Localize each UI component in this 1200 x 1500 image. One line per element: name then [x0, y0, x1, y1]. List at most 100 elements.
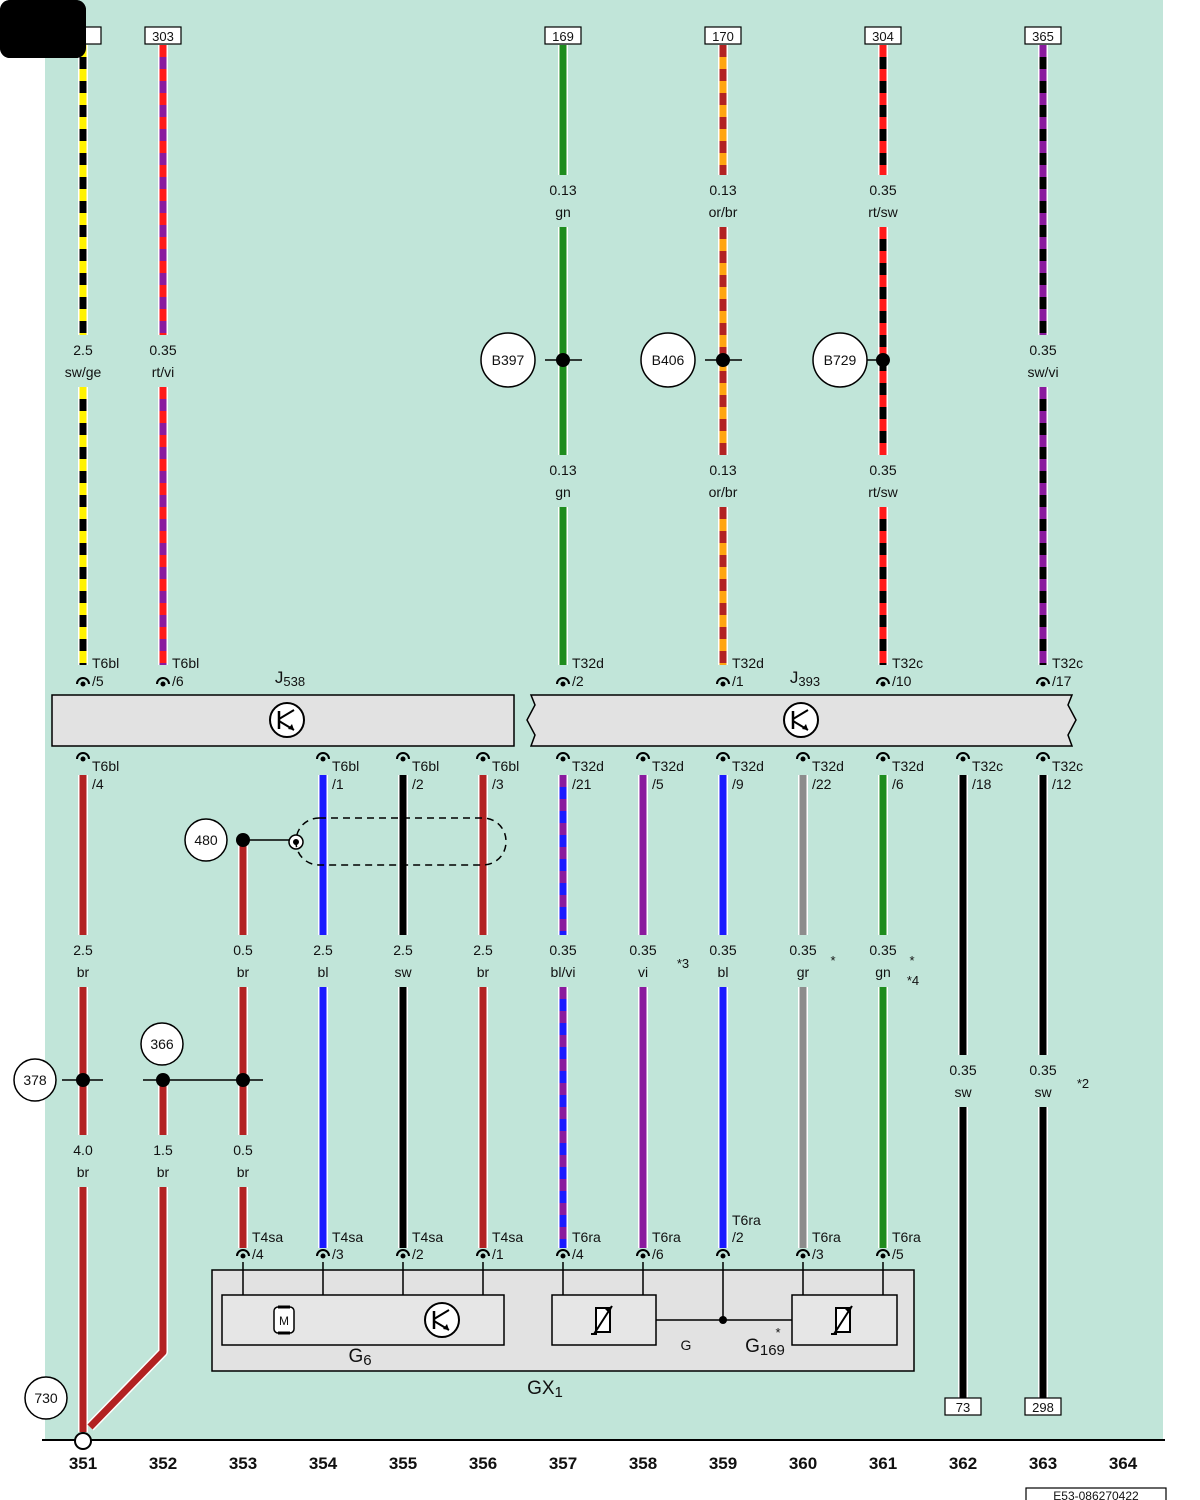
pin-connector-gx1 — [396, 1249, 410, 1257]
wire-note: * — [909, 953, 914, 968]
splice-378-dot — [76, 1073, 90, 1087]
pin-connector-label: T6bl — [492, 758, 519, 774]
pin-number-label: /10 — [892, 673, 912, 689]
pin-connector-label: T6ra — [652, 1229, 681, 1245]
module-g6 — [221, 1294, 505, 1346]
transistor-icon — [269, 702, 305, 738]
pin-number-label: /6 — [172, 673, 184, 689]
ref-box-top-label: 304 — [872, 29, 894, 44]
column-number: 360 — [789, 1454, 817, 1473]
column-number: 357 — [549, 1454, 577, 1473]
wire-size-label: 2.5 — [473, 942, 493, 958]
module-g169-label-letter: G — [745, 1336, 760, 1357]
wire-color-label: br — [77, 964, 90, 980]
wire-size-label: 0.13 — [709, 462, 736, 478]
pin-connector-label: T6bl — [412, 758, 439, 774]
ref-box-bottom — [1024, 1397, 1062, 1416]
pin-number-label: /5 — [892, 1246, 904, 1262]
wire-color-label: br — [237, 1164, 250, 1180]
wire-note: *4 — [907, 973, 919, 988]
pin-connector-label: T32c — [1052, 758, 1083, 774]
pin-connector-bottom — [476, 752, 490, 760]
pin-number-label: /6 — [652, 1246, 664, 1262]
pin-connector-label: T32c — [1052, 655, 1083, 671]
wire-color-label: or/br — [709, 484, 738, 500]
ref-box-top — [864, 26, 902, 45]
wire-color-label: or/br — [709, 204, 738, 220]
wire-color-label: vi — [638, 964, 648, 980]
module-g169-label: G169 — [745, 1336, 785, 1359]
column-number: 359 — [709, 1454, 737, 1473]
wire-352-low — [87, 1187, 167, 1430]
pin-connector-top — [76, 677, 90, 685]
pin-connector-gx1-pin — [320, 1253, 326, 1259]
wire-size-label: 0.13 — [549, 182, 576, 198]
module-g6-label-subscript: 6 — [363, 1352, 371, 1369]
connection-730-label: 730 — [34, 1390, 58, 1406]
splice-b397-dot — [556, 353, 570, 367]
wire-size-label: 0.35 — [1029, 1062, 1056, 1078]
pin-connector-top — [716, 677, 730, 685]
module-j393-label-letter: J — [790, 668, 799, 687]
wire-size-label: 0.35 — [869, 182, 896, 198]
pin-connector-bottom-pin — [80, 756, 86, 762]
wire-color-label: gn — [875, 964, 891, 980]
pin-number-label: /21 — [572, 776, 592, 792]
pin-number-label: /4 — [92, 776, 104, 792]
pin-connector-bottom-pin — [800, 756, 806, 762]
pin-number-label: /5 — [92, 673, 104, 689]
doc-code: E53-086270422 — [1053, 1489, 1139, 1500]
pin-connector-label: T32d — [732, 758, 764, 774]
pin-connector-gx1-pin — [240, 1253, 246, 1259]
pin-connector-label: T32d — [572, 758, 604, 774]
pin-number-label: /2 — [412, 1246, 424, 1262]
splice-366-dot — [236, 1073, 250, 1087]
pin-number-label: /3 — [332, 1246, 344, 1262]
pin-connector-bottom — [636, 752, 650, 760]
pin-connector-label: T32d — [732, 655, 764, 671]
pin-connector-top-pin — [880, 681, 886, 687]
wire-color-label: bl — [718, 964, 729, 980]
pin-connector-top-pin — [720, 681, 726, 687]
doc-code-box — [1025, 1487, 1167, 1500]
shield-dot — [236, 833, 250, 847]
pin-number-label: /1 — [732, 673, 744, 689]
column-number: 351 — [69, 1454, 97, 1473]
pin-connector-gx1 — [636, 1249, 650, 1257]
ref-box-top — [544, 26, 582, 45]
module-g6-label-letter: G — [348, 1346, 363, 1367]
pin-connector-label: T32d — [892, 758, 924, 774]
pin-number-label: /3 — [492, 776, 504, 792]
pin-connector-label: T6bl — [92, 655, 119, 671]
pin-number-label: /18 — [972, 776, 992, 792]
wire-size-label: 0.35 — [869, 942, 896, 958]
wire-color-label: rt/sw — [868, 204, 898, 220]
column-number: 355 — [389, 1454, 417, 1473]
pin-connector-bottom-pin — [640, 756, 646, 762]
wire-size-label: 2.5 — [73, 942, 93, 958]
connection-b729 — [812, 332, 868, 388]
ref-box-bottom-label: 298 — [1032, 1400, 1054, 1415]
pin-connector-bottom — [316, 752, 330, 760]
corner-badge-overlay — [0, 0, 86, 58]
ref-box-top-label: 365 — [1032, 29, 1054, 44]
wire-color-label: gn — [555, 204, 571, 220]
pin-connector-bottom — [716, 752, 730, 760]
pin-connector-label: T6bl — [332, 758, 359, 774]
module-gx1-label-subscript: 1 — [555, 1384, 563, 1401]
pin-connector-bottom — [876, 752, 890, 760]
wire-color-label: sw — [954, 1084, 972, 1100]
pin-number-label: /6 — [892, 776, 904, 792]
wire-color-label: bl — [318, 964, 329, 980]
pin-connector-bottom-pin — [560, 756, 566, 762]
wire-color-label: gr — [797, 964, 810, 980]
ref-box-top — [704, 26, 742, 45]
connection-378 — [13, 1058, 57, 1102]
pin-connector-bottom — [796, 752, 810, 760]
wire-color-label: rt/vi — [152, 364, 175, 380]
pin-connector-bottom-pin — [320, 756, 326, 762]
ref-box-top — [1024, 26, 1062, 45]
connection-b406 — [640, 332, 696, 388]
pin-connector-top-pin — [560, 681, 566, 687]
